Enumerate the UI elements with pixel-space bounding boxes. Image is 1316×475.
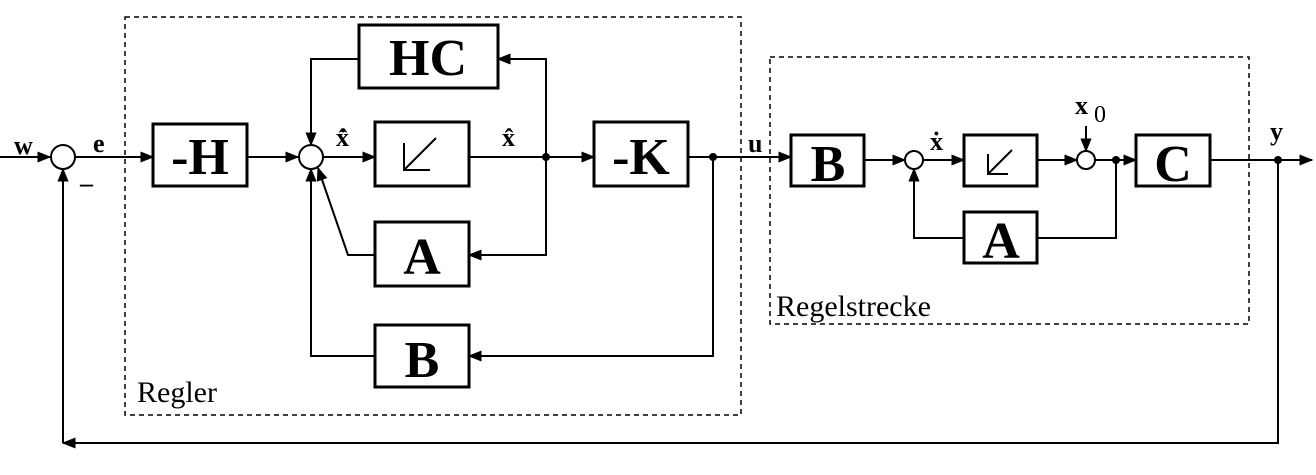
signal-xhat-dot-label: x̂̇ — [336, 123, 349, 152]
wire-xhat-to-a — [467, 157, 547, 261]
block-a-plant-label: A — [982, 213, 1020, 270]
signal-y-label: y — [1270, 117, 1283, 146]
block-b-observer — [373, 323, 471, 389]
signal-x0-subscript: 0 — [1094, 102, 1106, 128]
wire-xhat-to-hc — [496, 53, 547, 157]
controller-group-box — [124, 16, 742, 416]
sum-junction-x0 — [1076, 150, 1096, 170]
block-a-observer — [373, 220, 471, 288]
wire-a-plant-to-sum — [908, 167, 964, 239]
signal-e-label: e — [93, 129, 105, 158]
block-a-observer-label: A — [403, 229, 441, 286]
plant-group-box — [769, 56, 1250, 325]
signal-x-dot-label: ẋ — [930, 127, 943, 156]
signal-w-label: w — [14, 131, 33, 160]
sum-junction-plant — [904, 150, 924, 170]
wire-y-feedback — [61, 160, 1279, 449]
branch-point-y — [1274, 156, 1282, 164]
block-b-observer-label: B — [405, 332, 440, 389]
block-b-plant-label: B — [811, 136, 846, 193]
controller-group-label: Regler — [137, 376, 217, 409]
wire-x-to-a-plant — [1037, 160, 1117, 239]
wire-a-to-sum — [316, 166, 375, 256]
signal-x0-label: x — [1075, 91, 1088, 120]
minus-sign: – — [79, 169, 94, 198]
signal-u-label: u — [748, 129, 762, 158]
block-neg-k — [592, 120, 690, 188]
block-neg-k-label: -K — [612, 129, 670, 186]
wire-b-to-sum — [305, 167, 375, 357]
block-a-plant — [962, 210, 1039, 265]
plant-group-label: Regelstrecke — [776, 290, 931, 323]
block-neg-h — [151, 122, 249, 188]
block-hc-label: HC — [389, 30, 467, 87]
sum-junction-observer — [298, 144, 324, 170]
integrator-icon — [403, 137, 437, 171]
block-c-label: C — [1154, 136, 1192, 193]
block-neg-h-label: -H — [171, 129, 229, 186]
wire-u-to-b-observer — [467, 157, 714, 362]
signal-xhat-label: x̂ — [502, 123, 515, 152]
sum-junction-error — [50, 144, 76, 170]
integrator-plant-icon — [987, 149, 1013, 175]
wire-hc-to-sum — [305, 58, 359, 147]
block-integrator-observer — [373, 120, 471, 188]
